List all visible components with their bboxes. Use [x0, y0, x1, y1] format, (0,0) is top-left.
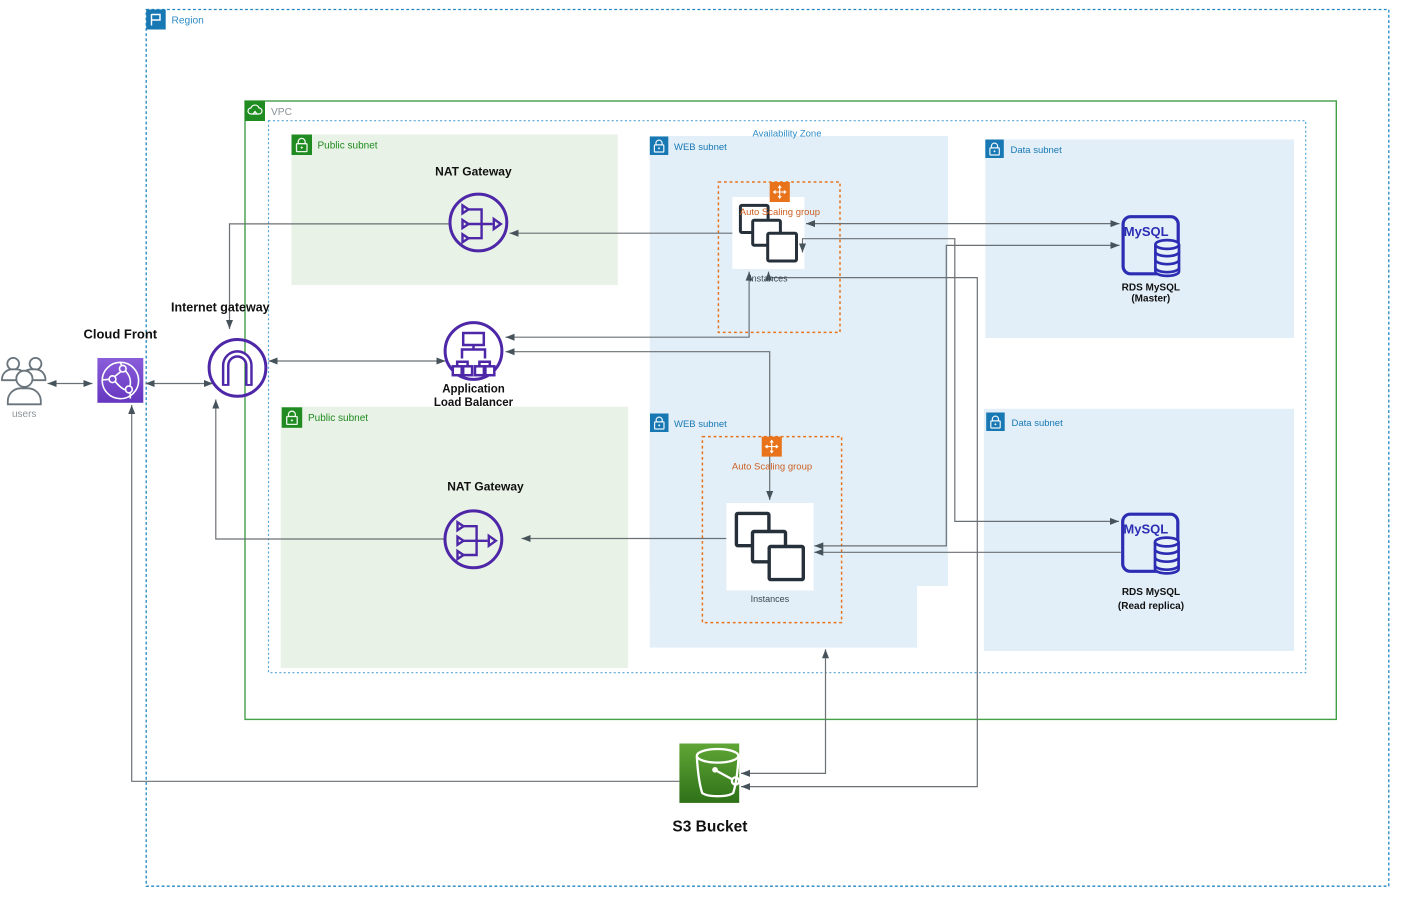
svg-text:RDS MySQL: RDS MySQL [1122, 283, 1180, 294]
svg-text:Data subnet: Data subnet [1011, 145, 1063, 156]
svg-text:S3 Bucket: S3 Bucket [672, 819, 747, 836]
svg-text:Instances: Instances [749, 274, 788, 284]
svg-text:WEB subnet: WEB subnet [674, 142, 727, 153]
svg-text:Internet gateway: Internet gateway [171, 301, 270, 315]
svg-text:Load Balancer: Load Balancer [434, 397, 514, 409]
svg-text:Data subnet: Data subnet [1012, 418, 1064, 429]
svg-text:Public subnet: Public subnet [318, 140, 378, 151]
svg-text:NAT Gateway: NAT Gateway [435, 165, 512, 179]
svg-text:Cloud Front: Cloud Front [83, 327, 157, 342]
svg-text:Auto Scaling group: Auto Scaling group [732, 462, 812, 473]
svg-text:MySQL: MySQL [1123, 522, 1168, 537]
svg-text:RDS MySQL: RDS MySQL [1122, 587, 1180, 598]
svg-text:Public subnet: Public subnet [308, 413, 368, 424]
svg-text:Availability Zone: Availability Zone [752, 129, 821, 140]
svg-text:NAT Gateway: NAT Gateway [447, 480, 524, 494]
svg-text:(Read replica): (Read replica) [1118, 601, 1184, 612]
svg-text:Region: Region [172, 15, 204, 26]
svg-text:WEB subnet: WEB subnet [674, 419, 727, 430]
svg-text:Application: Application [442, 384, 505, 396]
svg-text:Auto Scaling group: Auto Scaling group [740, 207, 820, 218]
svg-text:Instances: Instances [751, 594, 790, 604]
svg-text:VPC: VPC [271, 107, 292, 118]
svg-text:users: users [12, 409, 36, 420]
svg-text:(Master): (Master) [1131, 294, 1170, 305]
svg-text:MySQL: MySQL [1124, 224, 1169, 239]
